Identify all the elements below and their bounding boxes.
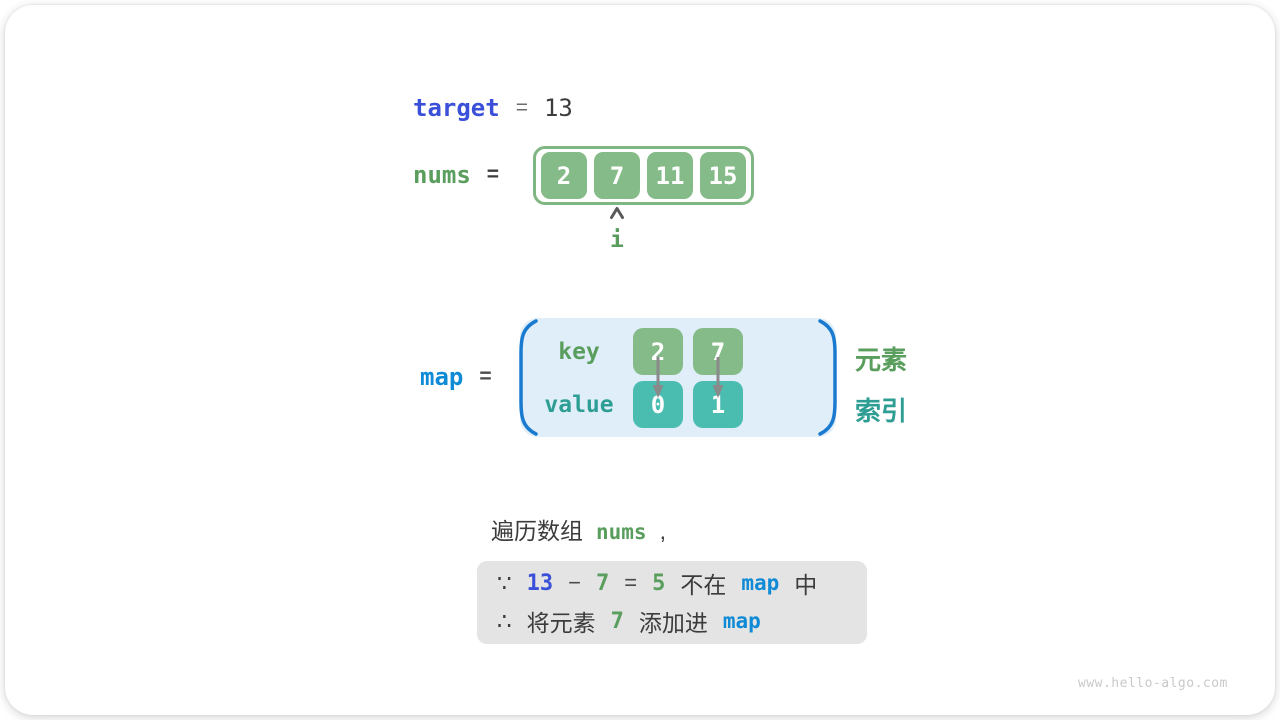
- map-keyword: map: [420, 363, 464, 391]
- target-keyword: target: [413, 94, 500, 122]
- index-pointer-label: i: [610, 227, 624, 253]
- subtrahend-token: 7: [596, 570, 610, 596]
- caption-line: 遍历数组 nums ,: [491, 512, 666, 546]
- map-bracket-right-icon: [818, 319, 837, 436]
- element-token: 7: [610, 608, 624, 634]
- equals-sign: =: [479, 365, 492, 388]
- array-cell: 7: [594, 152, 640, 199]
- note-line-2: ∴ 将元素 7 添加进 map: [497, 602, 867, 640]
- caption-comma: ,: [659, 518, 666, 544]
- not-in-text: 不在: [680, 572, 727, 598]
- equals-sign: =: [624, 570, 638, 595]
- caption-nums-token: nums: [596, 520, 647, 544]
- map-token: map: [722, 609, 761, 633]
- array-cell: 15: [700, 152, 746, 199]
- nums-array: 2 7 11 15: [533, 146, 754, 205]
- nums-line: nums =: [413, 161, 499, 189]
- watermark: www.hello-algo.com: [1078, 676, 1228, 691]
- in-suffix-text: 中: [794, 572, 818, 598]
- target-value: 13: [543, 94, 573, 122]
- note-box: ∵ 13 − 7 = 5 不在 map 中 ∴ 将元素 7 添加进 map: [477, 561, 867, 644]
- add-verb-text: 添加进: [638, 610, 708, 636]
- therefore-symbol: ∴: [497, 607, 512, 634]
- minuend-token: 13: [526, 570, 554, 596]
- add-prefix-text: 将元素: [526, 610, 596, 636]
- array-cell: 2: [541, 152, 587, 199]
- map-key-row-label: key: [558, 339, 600, 365]
- key-to-value-arrow-icon: [712, 357, 724, 398]
- caption-prefix: 遍历数组: [491, 518, 583, 544]
- map-bracket-left-icon: [519, 319, 538, 436]
- equals-sign: =: [515, 96, 528, 119]
- equals-sign: =: [486, 163, 500, 186]
- key-to-value-arrow-icon: [652, 357, 664, 398]
- map-value-row-label: value: [544, 392, 614, 418]
- minus-sign: −: [568, 570, 581, 595]
- array-cell: 11: [647, 152, 693, 199]
- target-line: target = 13: [413, 94, 573, 122]
- because-symbol: ∵: [497, 569, 512, 596]
- note-line-1: ∵ 13 − 7 = 5 不在 map 中: [497, 564, 867, 602]
- map-token: map: [741, 571, 780, 595]
- element-side-label: 元素: [855, 345, 908, 375]
- index-side-label: 索引: [855, 396, 908, 426]
- difference-token: 5: [652, 570, 666, 596]
- map-line: map =: [420, 363, 492, 391]
- nums-keyword: nums: [413, 161, 471, 189]
- index-pointer-caret-icon: [610, 207, 624, 219]
